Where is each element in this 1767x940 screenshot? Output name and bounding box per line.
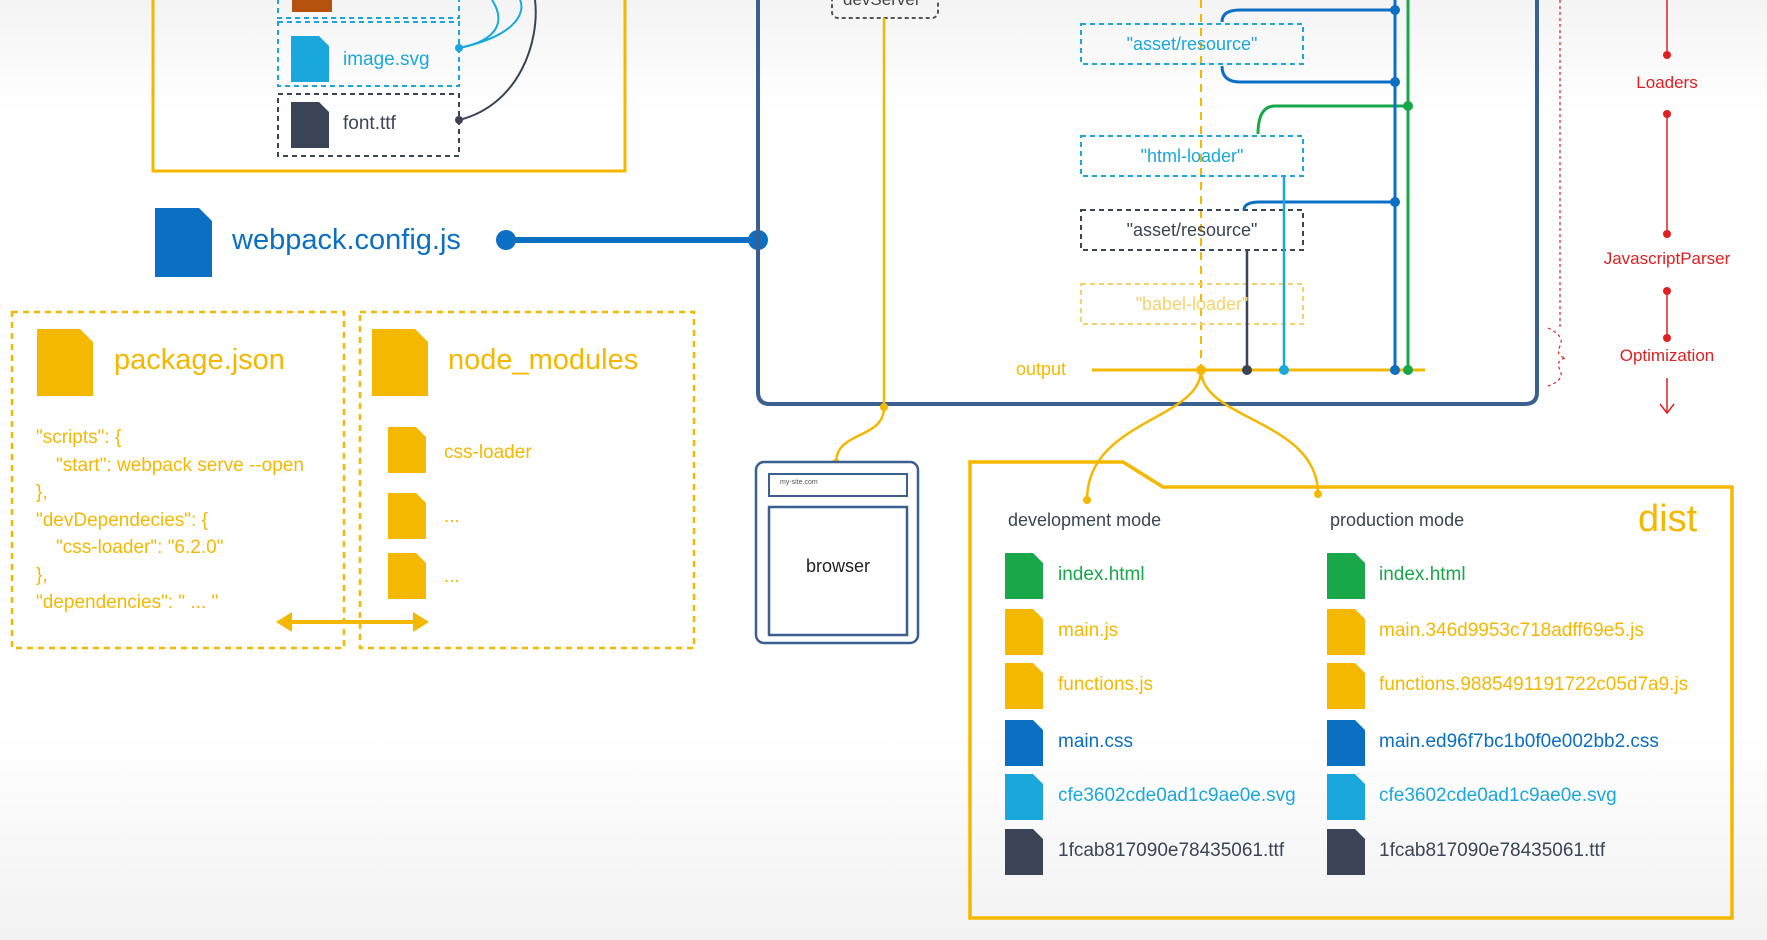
dev-file-icon (1005, 774, 1043, 820)
code-line: "dependencies": " ... " (36, 592, 219, 613)
code-line: "devDependecies": { (36, 509, 208, 531)
code-line: "css-loader": "6.2.0" (56, 537, 224, 558)
loader-babel-loader: "babel-loader" (1135, 293, 1249, 314)
browser-label: browser (805, 556, 871, 576)
module-item: css-loader (444, 442, 532, 463)
config-file-icon (155, 208, 212, 277)
prod-file-icon (1327, 774, 1365, 820)
dev-mode-heading: development mode (1008, 510, 1162, 530)
dev-file-icon (1005, 609, 1043, 655)
dev-file-icon (1005, 663, 1043, 709)
loader-asset-resource-2: "asset/resource" (1126, 219, 1258, 240)
dev-file-name: functions.js (1058, 674, 1154, 695)
dev-file-icon (1005, 720, 1043, 766)
code-line: "scripts": { (36, 427, 122, 448)
devserver-label: devServer (843, 0, 920, 10)
output-label: output (1016, 359, 1067, 379)
module-file-icon (388, 493, 426, 539)
prod-file-name: 1fcab817090e78435061.ttf (1379, 840, 1606, 861)
prod-file-name: functions.9885491191722c05d7a9.js (1379, 674, 1689, 695)
node-modules-title: node_modules (448, 344, 639, 376)
code-line: }, (36, 564, 48, 586)
browser-address-bar: my-site.com (780, 479, 818, 486)
dev-file-name: 1fcab817090e78435061.ttf (1058, 840, 1285, 861)
package-file-icon (37, 329, 93, 396)
prod-file-name: main.ed96f7bc1b0f0e002bb2.css (1379, 731, 1659, 752)
svg-file-icon (291, 36, 329, 82)
pipeline-step-optimization: Optimization (1619, 346, 1715, 365)
package-filename: package.json (114, 344, 285, 376)
code-line: "start": webpack serve --open (56, 454, 304, 476)
pipeline-step-loaders: Loaders (1636, 73, 1698, 92)
dev-file-name: main.css (1058, 731, 1133, 752)
prod-file-name: index.html (1379, 564, 1466, 585)
font-file-icon (291, 102, 329, 148)
prod-file-icon (1327, 553, 1365, 599)
dev-file-name: cfe3602cde0ad1c9ae0e.svg (1058, 785, 1296, 806)
module-file-icon (388, 553, 426, 599)
prod-mode-heading: production mode (1330, 510, 1465, 530)
font-file-label: font.ttf (343, 113, 396, 134)
prod-file-name: cfe3602cde0ad1c9ae0e.svg (1379, 785, 1617, 806)
config-filename: webpack.config.js (232, 224, 461, 256)
dev-file-name: index.html (1058, 564, 1145, 585)
module-item: ... (444, 506, 460, 527)
prod-file-icon (1327, 720, 1365, 766)
loader-html-loader: "html-loader" (1140, 145, 1244, 166)
prod-file-icon (1327, 663, 1365, 709)
prod-file-name: main.346d9953c718adff69e5.js (1379, 620, 1644, 641)
prod-file-icon (1327, 609, 1365, 655)
dist-title: dist (1638, 498, 1698, 540)
dev-file-icon (1005, 553, 1043, 599)
dev-file-icon (1005, 829, 1043, 875)
module-item: ... (444, 566, 460, 587)
loader-asset-resource-1: "asset/resource" (1126, 33, 1258, 54)
image-file-label: image.svg (343, 49, 430, 70)
package-json-code: "scripts": { "start": webpack serve --op… (36, 424, 304, 617)
dev-file-name: main.js (1058, 620, 1119, 641)
pipeline-step-javascriptparser: JavascriptParser (1603, 249, 1731, 268)
prod-file-icon (1327, 829, 1365, 875)
code-line: }, (36, 482, 48, 503)
module-file-icon (388, 427, 426, 473)
node-modules-folder-icon (372, 329, 428, 396)
